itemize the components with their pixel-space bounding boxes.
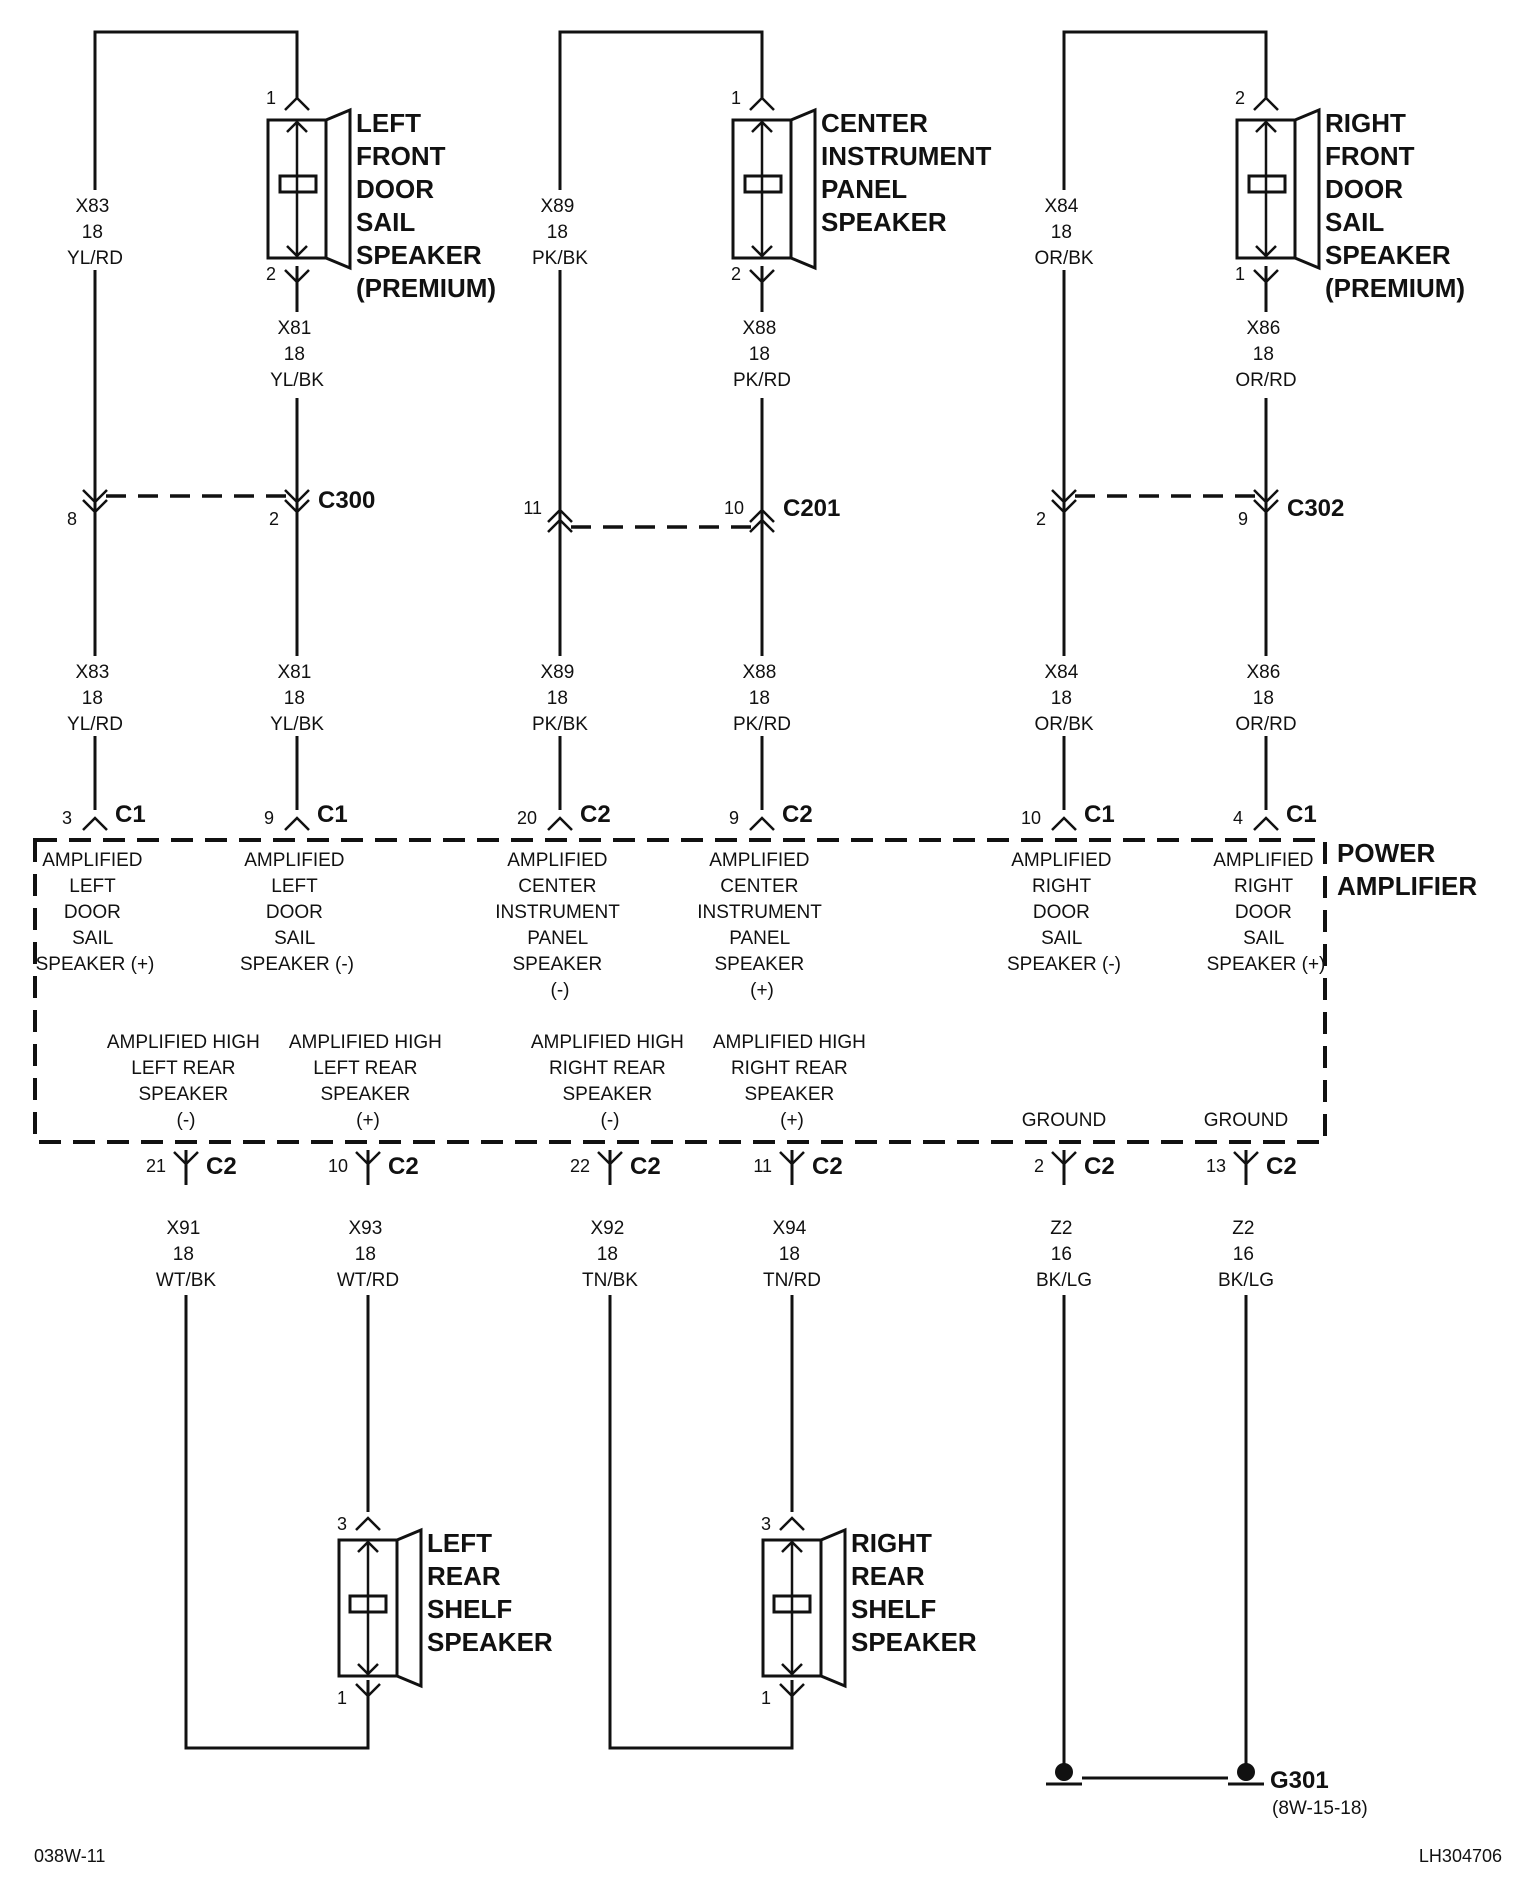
amp-bottom-pin: 2 xyxy=(1034,1156,1044,1176)
amp-top-pin: 9 xyxy=(264,808,274,828)
speaker-left-rear-shelf-symbol xyxy=(337,1527,423,1689)
wire-label-x88-upper: X88 18 PK/RD xyxy=(733,318,791,391)
amp-top-conn: C1 xyxy=(115,801,146,828)
wire-label-x94: X94 18 TN/RD xyxy=(763,1218,821,1291)
wire-label-x89-upper: X89 18 PK/BK xyxy=(532,196,588,269)
wire-label-x88-lower: X88 18 PK/RD xyxy=(733,662,791,735)
amp-function-right-door-sail-minus: AMPLIFIED RIGHT DOOR SAIL SPEAKER (-) xyxy=(1007,850,1121,975)
amp-top-conn: C2 xyxy=(782,801,813,828)
wire-x89 xyxy=(558,30,764,810)
left-front-door-sail-speaker-label: LEFT FRONT DOOR SAIL SPEAKER (PREMIUM) xyxy=(356,108,496,303)
amp-bottom-conn: C2 xyxy=(388,1153,419,1180)
amp-function-ground-a: GROUND xyxy=(1022,1110,1106,1131)
c302-name: C302 xyxy=(1287,495,1344,522)
power-amplifier-title: POWER AMPLIFIER xyxy=(1337,838,1477,901)
speaker-right-front-door-sail-symbol xyxy=(1235,107,1321,271)
amp-bottom-conn: C2 xyxy=(630,1153,661,1180)
left-rear-shelf-speaker-label: LEFT REAR SHELF SPEAKER xyxy=(427,1528,553,1657)
c201-pin-b: 10 xyxy=(724,498,744,518)
wire-label-x89-lower: X89 18 PK/BK xyxy=(532,662,588,735)
amp-top-conn: C1 xyxy=(317,801,348,828)
pin-number: 2 xyxy=(266,264,276,284)
pin-number: 3 xyxy=(337,1514,347,1534)
amp-function-center-panel-plus: AMPLIFIED CENTER INSTRUMENT PANEL SPEAKE… xyxy=(697,850,827,1001)
amp-top-pin: 3 xyxy=(62,808,72,828)
center-instrument-panel-speaker-label: CENTER INSTRUMENT PANEL SPEAKER xyxy=(821,108,999,237)
amp-function-center-panel-minus: AMPLIFIED CENTER INSTRUMENT PANEL SPEAKE… xyxy=(495,850,625,1001)
wire-label-x91: X91 18 WT/BK xyxy=(156,1218,216,1291)
footer-left-code: 038W-11 xyxy=(34,1846,105,1866)
amp-bottom-pin: 11 xyxy=(753,1156,772,1176)
pin-number: 2 xyxy=(1235,88,1245,108)
amp-top-pin: 10 xyxy=(1021,808,1041,828)
c300-pin-b: 2 xyxy=(269,509,279,529)
amp-function-left-rear-plus: AMPLIFIED HIGH LEFT REAR SPEAKER (+) xyxy=(289,1032,447,1131)
amp-top-pin: 9 xyxy=(729,808,739,828)
c302-pin-a: 2 xyxy=(1036,509,1046,529)
amp-top-conn: C1 xyxy=(1084,801,1115,828)
pin-number: 1 xyxy=(731,88,741,108)
amp-function-left-door-sail-plus: AMPLIFIED LEFT DOOR SAIL SPEAKER (+) xyxy=(36,850,155,975)
amp-bottom-pin: 13 xyxy=(1206,1156,1226,1176)
wire-x83 xyxy=(93,30,299,810)
pin-number: 1 xyxy=(266,88,276,108)
c300-name: C300 xyxy=(318,487,375,514)
wire-x92-x94 xyxy=(608,1295,794,1750)
amp-function-right-rear-minus: AMPLIFIED HIGH RIGHT REAR SPEAKER (-) xyxy=(531,1032,689,1131)
footer-right-code: LH304706 xyxy=(1419,1846,1502,1866)
amp-bottom-conn: C2 xyxy=(1084,1153,1115,1180)
wire-x91-x93 xyxy=(184,1295,370,1750)
terminal-symbols xyxy=(82,96,1279,1698)
amp-bottom-pin: 10 xyxy=(328,1156,348,1176)
amp-function-right-door-sail-plus: AMPLIFIED RIGHT DOOR SAIL SPEAKER (+) xyxy=(1207,850,1326,975)
amp-bottom-conn: C2 xyxy=(1266,1153,1297,1180)
amp-function-left-door-sail-minus: AMPLIFIED LEFT DOOR SAIL SPEAKER (-) xyxy=(240,850,354,975)
amp-function-ground-b: GROUND xyxy=(1204,1110,1288,1131)
amp-bottom-pin: 21 xyxy=(146,1156,166,1176)
wire-label-x81-lower: X81 18 YL/BK xyxy=(270,662,324,735)
pin-number: 1 xyxy=(337,1688,347,1708)
wire-label-x86-upper: X86 18 OR/RD xyxy=(1235,318,1296,391)
wires xyxy=(93,30,1268,1768)
pin-number: 1 xyxy=(761,1688,771,1708)
ground-g301-symbol xyxy=(1046,1763,1264,1786)
wire-label-x93: X93 18 WT/RD xyxy=(337,1218,399,1291)
c201-name: C201 xyxy=(783,495,840,522)
speaker-left-front-door-sail-symbol xyxy=(266,107,352,271)
amp-bottom-conn: C2 xyxy=(206,1153,237,1180)
speaker-center-instrument-panel-symbol xyxy=(731,107,817,271)
amp-top-pin: 4 xyxy=(1233,808,1243,828)
wire-label-x92: X92 18 TN/BK xyxy=(582,1218,638,1291)
wire-label-x83-lower: X83 18 YL/RD xyxy=(67,662,123,735)
wire-x84 xyxy=(1062,30,1268,810)
amp-function-right-rear-plus: AMPLIFIED HIGH RIGHT REAR SPEAKER (+) xyxy=(713,1032,871,1131)
c302-pin-b: 9 xyxy=(1238,509,1248,529)
pin-number: 1 xyxy=(1235,264,1245,284)
c201-pin-a: 11 xyxy=(523,498,542,518)
wire-label-z2-b: Z2 16 BK/LG xyxy=(1218,1218,1274,1291)
amp-bottom-pin: 22 xyxy=(570,1156,590,1176)
pin-number: 3 xyxy=(761,1514,771,1534)
ground-name: G301 xyxy=(1270,1767,1329,1794)
amp-top-pin: 20 xyxy=(517,808,537,828)
ground-ref: (8W-15-18) xyxy=(1272,1798,1368,1819)
wire-label-x83-upper: X83 18 YL/RD xyxy=(67,196,123,269)
amp-function-left-rear-minus: AMPLIFIED HIGH LEFT REAR SPEAKER (-) xyxy=(107,1032,265,1131)
wire-label-z2-a: Z2 16 BK/LG xyxy=(1036,1218,1092,1291)
speaker-right-rear-shelf-symbol xyxy=(761,1527,847,1689)
amp-bottom-conn: C2 xyxy=(812,1153,843,1180)
wire-labels: X83 18 YL/RD X81 18 YL/BK X89 18 PK/BK X… xyxy=(62,190,1299,1291)
right-front-door-sail-speaker-label: RIGHT FRONT DOOR SAIL SPEAKER (PREMIUM) xyxy=(1325,108,1465,303)
wire-label-x86-lower: X86 18 OR/RD xyxy=(1235,662,1296,735)
wire-label-x84-upper: X84 18 OR/BK xyxy=(1034,196,1093,269)
amp-top-conn: C2 xyxy=(580,801,611,828)
amp-top-conn: C1 xyxy=(1286,801,1317,828)
pin-number: 2 xyxy=(731,264,741,284)
c300-pin-a: 8 xyxy=(67,509,77,529)
wire-label-x81-upper: X81 18 YL/BK xyxy=(270,318,324,391)
wire-label-x84-lower: X84 18 OR/BK xyxy=(1034,662,1093,735)
right-rear-shelf-speaker-label: RIGHT REAR SHELF SPEAKER xyxy=(851,1528,977,1657)
power-amplifier-box xyxy=(33,838,1327,1144)
